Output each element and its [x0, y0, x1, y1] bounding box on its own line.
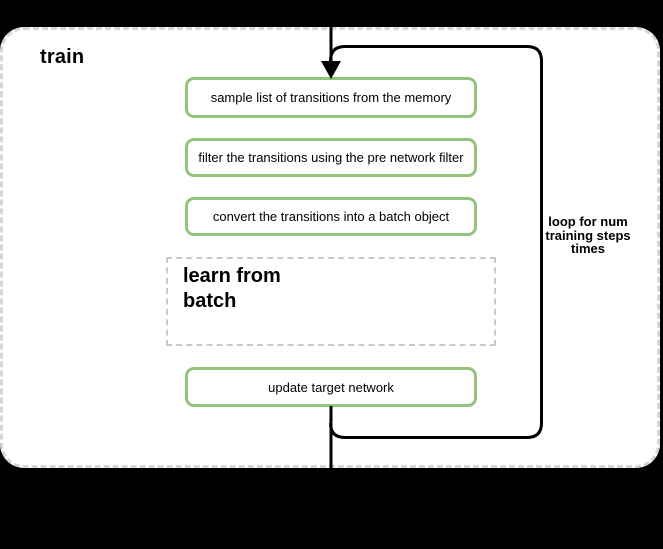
- step-convert-to-batch: convert the transitions into a batch obj…: [185, 197, 477, 236]
- step-sample-transitions: sample list of transitions from the memo…: [185, 77, 477, 118]
- subprocess-learn-from-batch: learn from batch: [166, 257, 496, 346]
- train-label: train: [40, 46, 85, 68]
- loop-annotation: loop for num training steps times: [545, 214, 631, 256]
- step-filter-transitions: filter the transitions using the pre net…: [185, 138, 477, 177]
- step-update-target-network: update target network: [185, 367, 477, 407]
